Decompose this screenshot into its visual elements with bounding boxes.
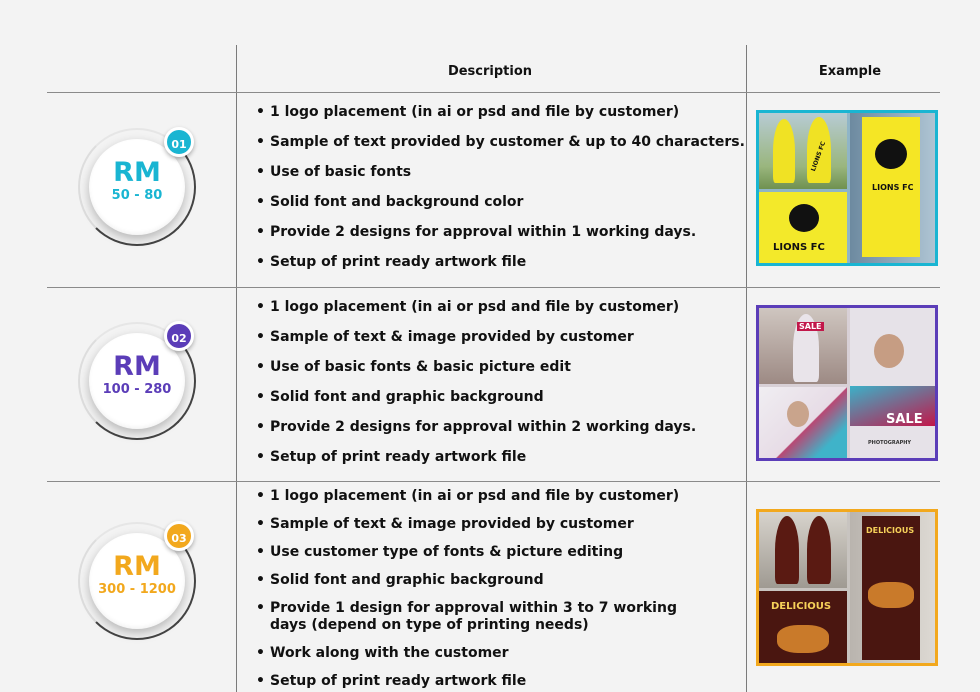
- feature-list-02: 1 logo placement (in ai or psd and file …: [254, 299, 696, 466]
- tier-number-badge: 03: [164, 521, 194, 551]
- header-divider: [47, 92, 940, 93]
- price-disc: RM 100 - 280: [89, 333, 185, 429]
- feather-flag: [775, 516, 799, 584]
- example-header: Example: [818, 64, 882, 79]
- rollup-stand-photo: SALE PHOTOGRAPHY: [850, 308, 935, 458]
- lion-logo: [789, 204, 819, 232]
- list-item: Use of basic fonts: [254, 164, 745, 181]
- list-item: Provide 1 design for approval within 3 t…: [254, 600, 690, 634]
- model-photo: [874, 334, 904, 368]
- row-divider-1: [47, 287, 940, 288]
- list-item: Sample of text & image provided by custo…: [254, 516, 690, 533]
- flag-banners-photo: LIONS FC: [759, 113, 847, 189]
- column-divider-left: [236, 45, 237, 692]
- list-item: Provide 2 designs for approval within 2 …: [254, 419, 696, 436]
- example-image-03: DELICIOUS DELICIOUS: [756, 509, 938, 666]
- banner-text: DELICIOUS: [771, 601, 832, 612]
- list-item: Use of basic fonts & basic picture edit: [254, 359, 696, 376]
- feature-list-03: 1 logo placement (in ai or psd and file …: [254, 488, 690, 690]
- currency-label: RM: [113, 157, 161, 188]
- rollup-stand-photo: LIONS FC: [850, 113, 935, 263]
- price-badge-01: RM 50 - 80 01: [78, 127, 200, 250]
- badge-ring: [78, 322, 196, 440]
- list-item: Setup of print ready artwork file: [254, 449, 696, 466]
- banner-text: LIONS FC: [773, 242, 825, 253]
- lion-logo: [875, 139, 907, 169]
- column-divider-right: [746, 45, 747, 692]
- feather-flag: [807, 516, 831, 584]
- list-item: Solid font and background color: [254, 194, 745, 211]
- rollup-caption: PHOTOGRAPHY: [868, 440, 912, 446]
- feature-list-01: 1 logo placement (in ai or psd and file …: [254, 104, 745, 271]
- banner-photo: [759, 387, 847, 458]
- flag-sale-text: SALE: [797, 322, 824, 331]
- currency-label: RM: [113, 351, 161, 382]
- tier-number-badge: 01: [164, 127, 194, 157]
- list-item: Use customer type of fonts & picture edi…: [254, 544, 690, 561]
- tier-number-badge: 02: [164, 321, 194, 351]
- list-item: Sample of text provided by customer & up…: [254, 134, 745, 151]
- flag-banner-photo: SALE: [759, 308, 847, 384]
- price-range: 300 - 1200: [98, 582, 176, 597]
- badge-ring: [78, 522, 196, 640]
- price-range: 50 - 80: [111, 188, 163, 203]
- rollup-text: LIONS FC: [872, 183, 914, 192]
- feather-flag: [773, 119, 795, 183]
- food-photo: [868, 582, 914, 608]
- graphic-stripe: [850, 386, 935, 426]
- price-badge-02: RM 100 - 280 02: [78, 321, 200, 444]
- list-item: Solid font and graphic background: [254, 572, 690, 589]
- price-disc: RM 50 - 80: [89, 139, 185, 235]
- list-item: 1 logo placement (in ai or psd and file …: [254, 299, 696, 316]
- banner-photo: LIONS FC: [759, 192, 847, 263]
- example-image-02: SALE SALE PHOTOGRAPHY: [756, 305, 938, 461]
- list-item: Sample of text & image provided by custo…: [254, 329, 696, 346]
- flag-banners-photo: [759, 512, 847, 588]
- currency-label: RM: [113, 551, 161, 582]
- list-item: Setup of print ready artwork file: [254, 673, 690, 690]
- food-photo: [777, 625, 829, 653]
- description-header: Description: [447, 64, 533, 79]
- list-item: Setup of print ready artwork file: [254, 254, 745, 271]
- model-photo: [787, 401, 809, 427]
- rollup-sale-text: SALE: [886, 412, 923, 427]
- example-image-01: LIONS FC LIONS FC LIONS FC: [756, 110, 938, 266]
- banner-photo: DELICIOUS: [759, 591, 847, 663]
- price-badge-03: RM 300 - 1200 03: [78, 521, 200, 644]
- list-item: Solid font and graphic background: [254, 389, 696, 406]
- list-item: 1 logo placement (in ai or psd and file …: [254, 104, 745, 121]
- price-range: 100 - 280: [102, 382, 172, 397]
- price-disc: RM 300 - 1200: [89, 533, 185, 629]
- rollup-text: DELICIOUS: [866, 526, 915, 535]
- list-item: 1 logo placement (in ai or psd and file …: [254, 488, 690, 505]
- list-item: Provide 2 designs for approval within 1 …: [254, 224, 745, 241]
- list-item: Work along with the customer: [254, 645, 690, 662]
- row-divider-2: [47, 481, 940, 482]
- feather-flag: [807, 117, 831, 183]
- badge-ring: [78, 128, 196, 246]
- rollup-stand-photo: DELICIOUS: [850, 512, 935, 663]
